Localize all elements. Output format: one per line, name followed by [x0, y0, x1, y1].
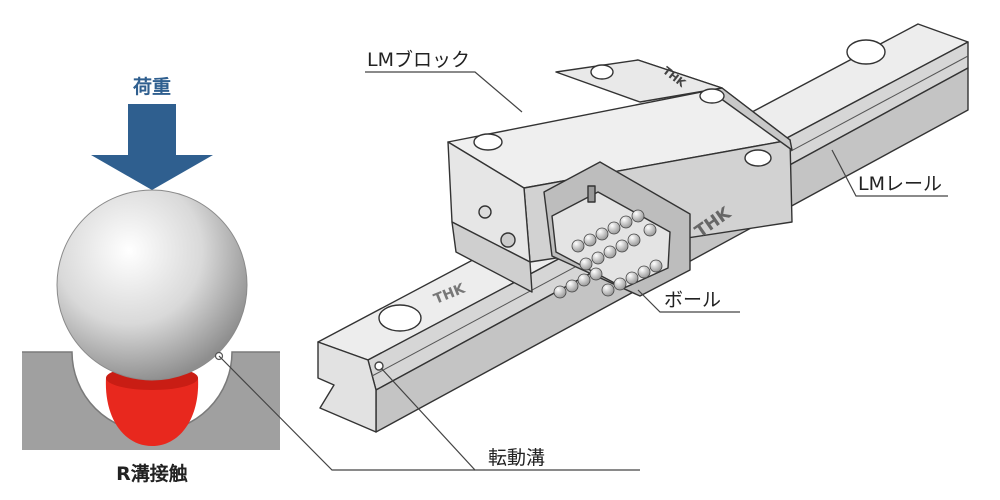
mini-ball: [579, 257, 593, 271]
rail-bolt-hole-front: [378, 304, 422, 332]
lm-guide-illustration: THK THK THK: [317, 23, 969, 433]
mini-ball: [613, 277, 627, 291]
callouts: [218, 71, 948, 471]
lm-rail-leader: [831, 149, 948, 197]
mini-ball: [553, 285, 567, 299]
mini-ball: [603, 245, 617, 259]
mini-ball: [627, 233, 641, 247]
rail-end-face: [317, 341, 377, 433]
ball-icon: [56, 189, 248, 381]
r-groove-contact-label: R溝接触: [116, 462, 188, 485]
mini-ball: [643, 223, 657, 237]
load-arrow-icon: [91, 104, 213, 190]
groove-block: [22, 352, 280, 450]
mini-ball: [637, 265, 651, 279]
callout-labels: LMブロック LMレール ボール 転動溝: [367, 48, 942, 469]
lm-rail-label: LMレール: [858, 173, 942, 195]
contact-area: [105, 378, 199, 446]
mini-ball: [595, 227, 609, 241]
grease-nipple: [587, 185, 596, 203]
lm-block-label: LMブロック: [367, 48, 470, 71]
load-label: 荷重: [133, 75, 171, 98]
mini-ball: [571, 239, 585, 253]
mini-ball: [565, 279, 579, 293]
ball-leader: [637, 289, 740, 313]
mini-ball: [577, 273, 591, 287]
contact-point-leader: [218, 355, 475, 471]
mini-ball: [601, 283, 615, 297]
ball-rows: [553, 209, 663, 299]
mini-ball: [589, 267, 603, 281]
raceway-groove-label: 転動溝: [488, 447, 545, 469]
mini-ball: [649, 259, 663, 273]
block-bolt-hole-3: [699, 88, 725, 104]
ball-label: ボール: [664, 289, 721, 311]
block-bolt-hole-2: [590, 64, 614, 80]
mini-ball: [583, 233, 597, 247]
end-fitting-icon: [500, 232, 516, 248]
seal-bolt-icon: [478, 205, 492, 219]
block-lower-front: [451, 221, 533, 293]
mini-ball: [631, 209, 645, 223]
lm-block-leader: [365, 71, 523, 113]
block-bolt-hole-1: [473, 133, 503, 151]
mini-ball: [619, 215, 633, 229]
mini-ball: [625, 271, 639, 285]
mini-ball: [591, 251, 605, 265]
mini-ball: [607, 221, 621, 235]
contact-illustration: 荷重 R溝接触: [22, 75, 280, 485]
rail-bolt-hole-rear: [846, 39, 886, 65]
mini-ball: [615, 239, 629, 253]
block-bolt-hole-4: [744, 149, 772, 167]
